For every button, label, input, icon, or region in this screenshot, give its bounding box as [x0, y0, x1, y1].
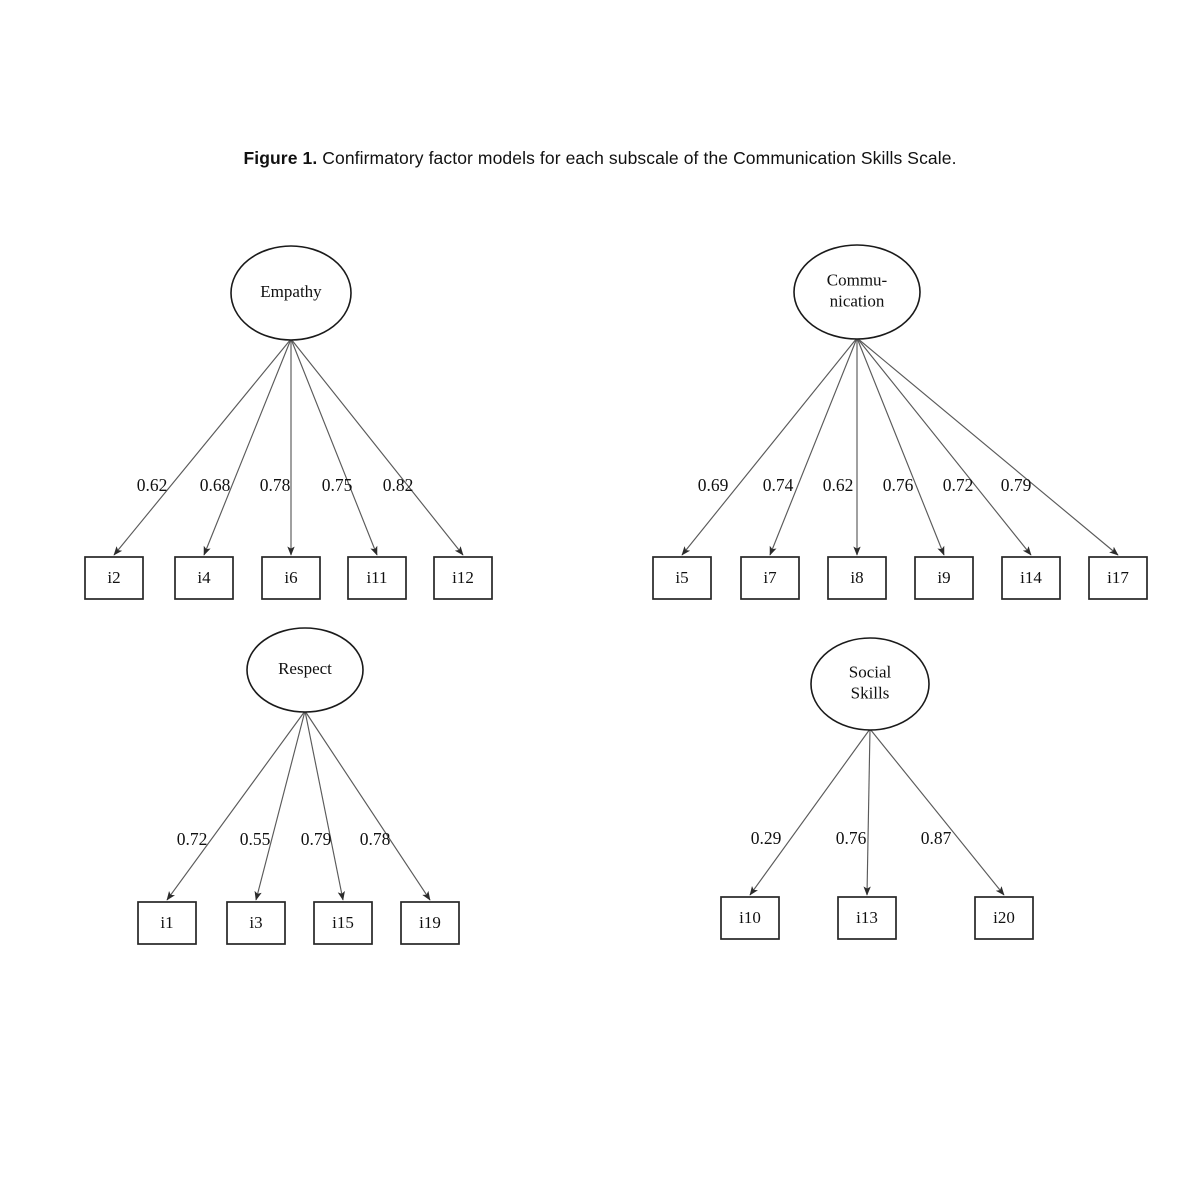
loading-arrow-empathy-i11: [290, 338, 378, 556]
indicator-box-i2: [84, 556, 144, 600]
loading-arrow-communication-i14: [856, 337, 1032, 556]
indicator-label-i2: i2: [107, 568, 120, 587]
indicator-label-i20: i20: [993, 908, 1015, 927]
indicator-box-i14: [1001, 556, 1061, 600]
loading-value-empathy-i6: 0.78: [260, 475, 291, 495]
loading-arrow-social-skills-i13: [863, 728, 871, 896]
loading-value-social-skills-i10: 0.29: [751, 828, 782, 848]
factor-label-respect: Respect: [278, 659, 332, 678]
factor-model-respect: Respect 0.72 0.55 0.79 0.78 i1 i3 i15 i19: [137, 627, 460, 945]
factor-model-empathy: Empathy 0.62 0.68 0.78 0.75 0.82 i2 i4 i6 i11 i12: [84, 245, 493, 600]
indicator-label-i11: i11: [366, 568, 387, 587]
indicator-label-i5: i5: [675, 568, 688, 587]
indicator-box-i9: [914, 556, 974, 600]
loading-value-communication-i14: 0.72: [943, 475, 974, 495]
loading-value-communication-i9: 0.76: [883, 475, 914, 495]
factor-label-communication: Commu-: [827, 270, 888, 289]
indicator-box-i6: [261, 556, 321, 600]
indicator-label-i12: i12: [452, 568, 474, 587]
loading-value-communication-i17: 0.79: [1001, 475, 1032, 495]
indicator-label-i13: i13: [856, 908, 878, 927]
indicator-box-i12: [433, 556, 493, 600]
indicator-label-i17: i17: [1107, 568, 1129, 587]
factor-model-communication: Commu-nication 0.69 0.74 0.62 0.76 0.72 0.79 i5…: [652, 244, 1148, 600]
loading-value-social-skills-i13: 0.76: [836, 828, 867, 848]
latent-factor-ellipse-social-skills: [810, 637, 930, 731]
loading-value-respect-i1: 0.72: [177, 829, 208, 849]
loading-arrow-empathy-i2: [113, 338, 292, 556]
indicator-box-i11: [347, 556, 407, 600]
indicator-box-i1: [137, 901, 197, 945]
indicator-label-i9: i9: [937, 568, 950, 587]
figure-label: Figure 1.: [243, 148, 318, 168]
indicator-label-i7: i7: [763, 568, 777, 587]
loading-value-empathy-i12: 0.82: [383, 475, 414, 495]
indicator-label-i4: i4: [197, 568, 211, 587]
factor-label-empathy: Empathy: [260, 282, 322, 301]
factor-label-social-skills: Social: [849, 662, 892, 681]
loading-arrow-social-skills-i20: [869, 728, 1005, 896]
figure-caption-text: Confirmatory factor models for each subs…: [322, 148, 957, 168]
loading-value-respect-i15: 0.79: [301, 829, 332, 849]
loading-arrow-respect-i3: [254, 710, 306, 901]
loading-arrow-communication-i7: [769, 337, 858, 556]
indicator-box-i20: [974, 896, 1034, 940]
indicator-label-i8: i8: [850, 568, 863, 587]
loading-arrow-respect-i1: [166, 710, 306, 901]
loading-value-communication-i7: 0.74: [763, 475, 794, 495]
loading-value-empathy-i11: 0.75: [322, 475, 353, 495]
indicator-box-i19: [400, 901, 460, 945]
loading-arrow-communication-i9: [856, 337, 945, 556]
loading-value-empathy-i4: 0.68: [200, 475, 231, 495]
indicator-box-i8: [827, 556, 887, 600]
factor-label-communication: nication: [830, 291, 885, 310]
latent-factor-ellipse-empathy: [230, 245, 352, 341]
loading-arrow-communication-i17: [856, 337, 1119, 556]
factor-label-social-skills: Skills: [851, 683, 890, 702]
indicator-box-i10: [720, 896, 780, 940]
latent-factor-ellipse-communication: [793, 244, 921, 340]
loading-value-respect-i19: 0.78: [360, 829, 391, 849]
indicator-label-i19: i19: [419, 913, 441, 932]
indicator-box-i15: [313, 901, 373, 945]
loading-value-communication-i8: 0.62: [823, 475, 854, 495]
loading-value-social-skills-i20: 0.87: [921, 828, 952, 848]
loading-arrow-social-skills-i10: [749, 728, 871, 896]
loading-value-empathy-i2: 0.62: [137, 475, 168, 495]
indicator-box-i17: [1088, 556, 1148, 600]
loading-value-respect-i3: 0.55: [240, 829, 271, 849]
latent-factor-ellipse-respect: [246, 627, 364, 713]
loading-arrow-respect-i15: [304, 710, 345, 901]
loading-arrow-respect-i19: [304, 710, 431, 901]
figure-caption: Figure 1. Confirmatory factor models for…: [0, 148, 1200, 169]
indicator-label-i3: i3: [249, 913, 262, 932]
loading-value-communication-i5: 0.69: [698, 475, 729, 495]
loading-arrow-communication-i5: [681, 337, 858, 556]
indicator-box-i5: [652, 556, 712, 600]
indicator-box-i4: [174, 556, 234, 600]
loading-arrow-empathy-i12: [290, 338, 464, 556]
indicator-label-i6: i6: [284, 568, 297, 587]
indicator-box-i13: [837, 896, 897, 940]
loading-arrow-empathy-i4: [203, 338, 292, 556]
indicator-label-i1: i1: [160, 913, 173, 932]
indicator-label-i10: i10: [739, 908, 761, 927]
indicator-label-i15: i15: [332, 913, 354, 932]
indicator-box-i3: [226, 901, 286, 945]
indicator-box-i7: [740, 556, 800, 600]
indicator-label-i14: i14: [1020, 568, 1042, 587]
